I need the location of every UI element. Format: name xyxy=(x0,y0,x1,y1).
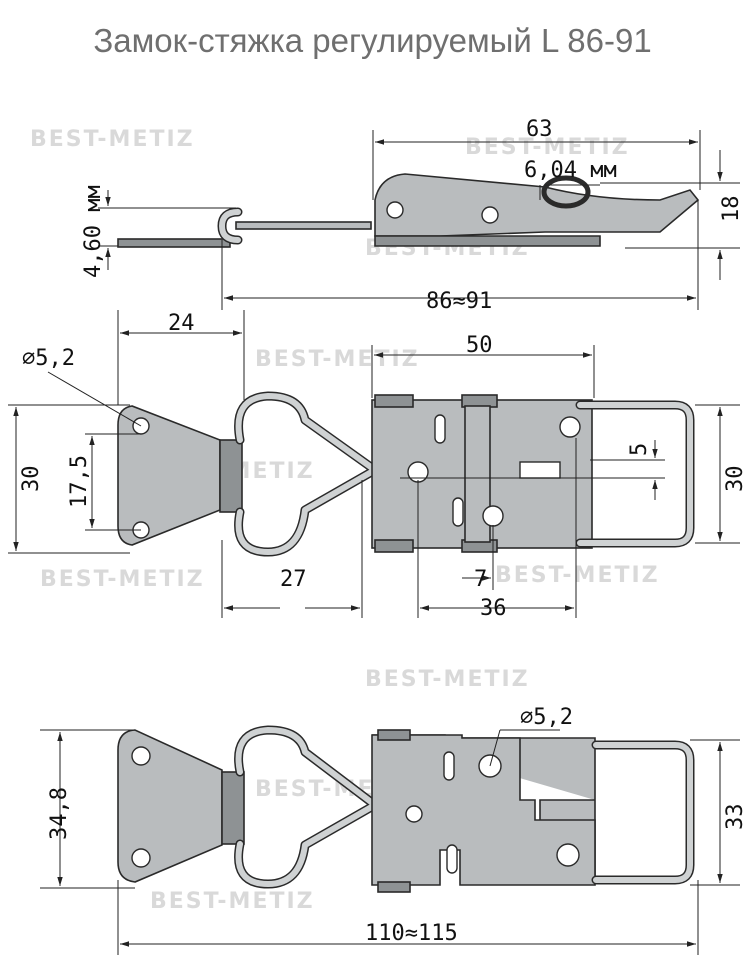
dim-top-body-length: 36 xyxy=(480,596,507,621)
dim-bottom-height-left: 34,8 xyxy=(47,787,72,840)
watermark-8: BEST-METIZ xyxy=(365,667,530,692)
dim-top-hole-spacing: 17,5 xyxy=(67,455,92,508)
dim-side-wire-thickness: 6,04 мм xyxy=(524,158,617,183)
dim-side-height: 18 xyxy=(719,196,744,223)
side-view xyxy=(98,130,740,310)
watermark-4: BEST-METIZ xyxy=(255,347,420,372)
dim-bottom-hole-diameter: ∅5,2 xyxy=(520,705,573,730)
dim-bottom-height-right: 33 xyxy=(723,804,745,831)
drawing-title: Замок-стяжка регулируемый L 86-91 xyxy=(93,22,652,59)
dim-top-height-left: 30 xyxy=(19,466,44,493)
watermark-6: BEST-METIZ xyxy=(40,567,205,592)
dim-bottom-total-length: 110≈115 xyxy=(365,921,458,946)
watermark-1: BEST-METIZ xyxy=(30,127,195,152)
dim-top-hole-offset: 7 xyxy=(474,567,487,592)
dim-top-loop-length: 27 xyxy=(280,567,307,592)
dim-top-hole-diameter: ∅5,2 xyxy=(22,346,75,371)
dim-side-plate-thickness: 4,60 мм xyxy=(81,185,106,278)
watermark-10: BEST-METIZ xyxy=(150,889,315,914)
dim-top-body-width: 50 xyxy=(466,333,493,358)
dim-side-length: 86≈91 xyxy=(426,289,492,314)
top-view xyxy=(8,310,740,618)
dim-top-height-right: 30 xyxy=(723,466,745,493)
dim-side-total-width: 63 xyxy=(526,117,553,142)
dim-top-plate-width: 24 xyxy=(168,311,195,336)
dim-top-slot-width: 5 xyxy=(627,443,652,456)
watermark-7: BEST-METIZ xyxy=(495,563,660,588)
bottom-view xyxy=(40,725,740,955)
watermark-2: BEST-METIZ xyxy=(465,135,630,160)
